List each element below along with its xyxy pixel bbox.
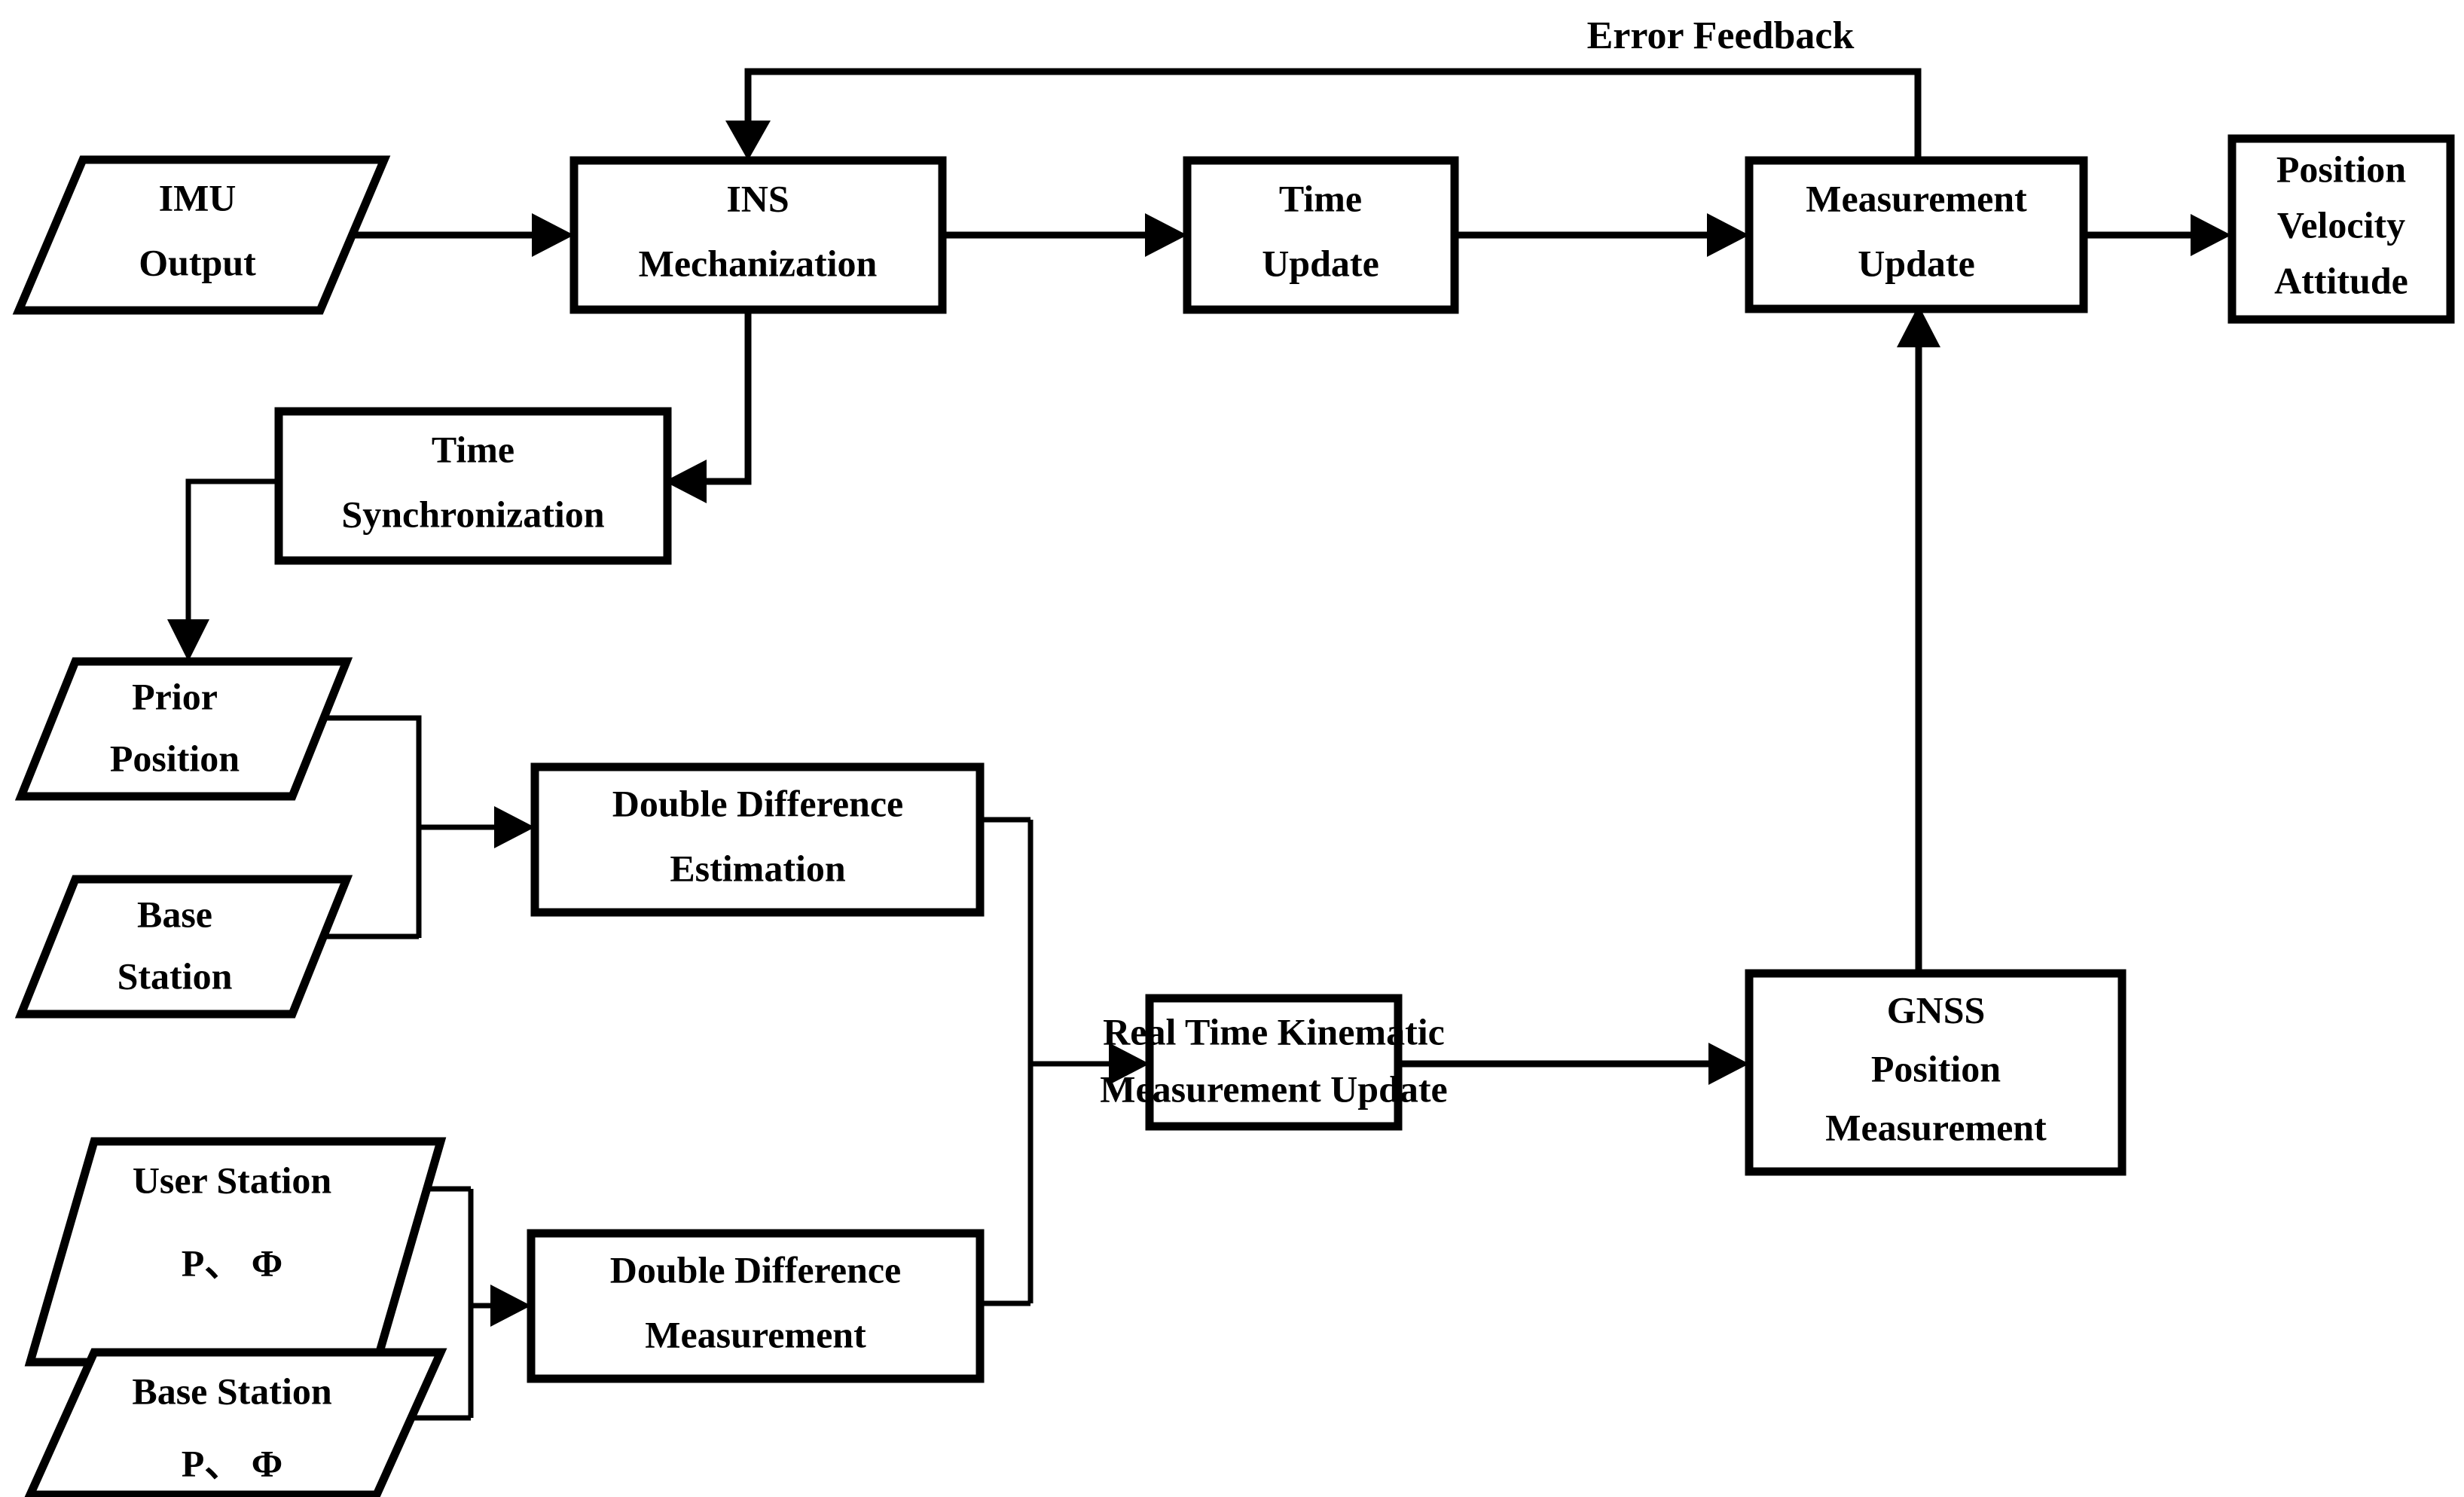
node-prior-position[interactable]: Prior Position: [14, 657, 353, 801]
imu-output-shape: [12, 155, 391, 315]
base-station-coord-label-line2: Station: [118, 955, 233, 997]
ins-mechanization-label-line1: INS: [726, 177, 789, 219]
dd-measurement-label-line1: Double Difference: [610, 1248, 901, 1291]
gnss-label-line2: Position: [1871, 1047, 2001, 1089]
base-station-obs-label-line2: P、 Φ: [182, 1442, 283, 1484]
edge-rtk-to-gnss: [1398, 1043, 1749, 1085]
node-measurement-update[interactable]: Measurement Update: [1745, 156, 2088, 313]
ins-mechanization-shape: [569, 156, 947, 314]
base-station-coord-label-line1: Base: [137, 893, 212, 935]
rtk-measurement-update-shape: [1145, 994, 1403, 1131]
dd-measurement-label-line2: Measurement: [645, 1313, 866, 1355]
imu-output-label-line1: IMU: [159, 176, 237, 218]
measurement-update-label-line1: Measurement: [1806, 177, 2027, 219]
edge-time-update-to-measurement-update: [1455, 213, 1749, 257]
pva-label-line1: Position: [2276, 148, 2406, 190]
error-feedback-label: Error Feedback: [1587, 14, 1855, 57]
time-synchronization-shape: [274, 407, 672, 565]
node-user-station-obs[interactable]: User Station P、 Φ: [24, 1137, 447, 1367]
rtk-label-line2: Measurement Update: [1100, 1068, 1448, 1110]
imu-output-label-line2: Output: [139, 241, 256, 283]
node-time-synchronization[interactable]: Time Synchronization: [274, 407, 672, 565]
node-gnss-position-measurement[interactable]: GNSS Position Measurement: [1745, 969, 2127, 1176]
edge-error-feedback: [725, 68, 1922, 160]
time-synchronization-label-line2: Synchronization: [341, 493, 604, 535]
prior-position-shape: [14, 657, 353, 801]
node-imu-output[interactable]: IMU Output: [12, 155, 391, 315]
time-synchronization-label-line1: Time: [432, 428, 514, 470]
node-time-update[interactable]: Time Update: [1183, 156, 1459, 314]
base-station-obs-shape: [24, 1348, 447, 1497]
edge-coords-to-dd-estimation: [310, 715, 535, 939]
prior-position-label-line2: Position: [110, 737, 240, 779]
time-update-label-line2: Update: [1262, 242, 1379, 284]
gnss-label-line1: GNSS: [1887, 988, 1986, 1031]
measurement-update-shape: [1745, 156, 2088, 313]
double-difference-measurement-shape: [527, 1229, 985, 1383]
node-rtk-measurement-update[interactable]: Real Time Kinematic Measurement Update: [1100, 994, 1448, 1131]
pva-shape: [2227, 134, 2455, 324]
time-update-label-line1: Time: [1279, 177, 1362, 219]
edge-gnss-to-measurement-update: [1897, 305, 1940, 973]
prior-position-label-line1: Prior: [132, 675, 218, 717]
pva-label-line2: Velocity: [2277, 203, 2405, 246]
gnss-position-measurement-shape: [1745, 969, 2127, 1176]
gnss-label-line3: Measurement: [1825, 1106, 2047, 1148]
node-double-difference-estimation[interactable]: Double Difference Estimation: [530, 762, 985, 917]
pva-label-line3: Attitude: [2274, 259, 2408, 301]
node-double-difference-measurement[interactable]: Double Difference Measurement: [527, 1229, 985, 1383]
node-ins-mechanization[interactable]: INS Mechanization: [569, 156, 947, 314]
edge-measurement-update-to-pva: [2084, 214, 2231, 256]
node-base-station-coord[interactable]: Base Station: [14, 875, 353, 1019]
node-base-station-obs[interactable]: Base Station P、 Φ: [24, 1348, 447, 1497]
edge-dd-to-rtk: [980, 817, 1150, 1306]
dd-estimation-label-line1: Double Difference: [612, 782, 903, 824]
ins-mechanization-label-line2: Mechanization: [639, 242, 878, 284]
user-station-obs-label-line2: P、 Φ: [182, 1242, 283, 1284]
node-position-velocity-attitude[interactable]: Position Velocity Attitude: [2227, 134, 2455, 324]
time-update-shape: [1183, 156, 1459, 314]
rtk-label-line1: Real Time Kinematic: [1103, 1010, 1445, 1052]
base-station-obs-label-line1: Base Station: [132, 1370, 332, 1412]
user-station-obs-label-line1: User Station: [133, 1159, 332, 1201]
edge-ins-to-time-update: [942, 213, 1187, 257]
edge-time-sync-to-prior-position: [167, 478, 279, 661]
base-station-coord-shape: [14, 875, 353, 1019]
measurement-update-label-line2: Update: [1858, 242, 1975, 284]
dd-estimation-label-line2: Estimation: [670, 847, 846, 889]
double-difference-estimation-shape: [530, 762, 985, 917]
edge-ins-to-time-sync: [664, 309, 752, 503]
